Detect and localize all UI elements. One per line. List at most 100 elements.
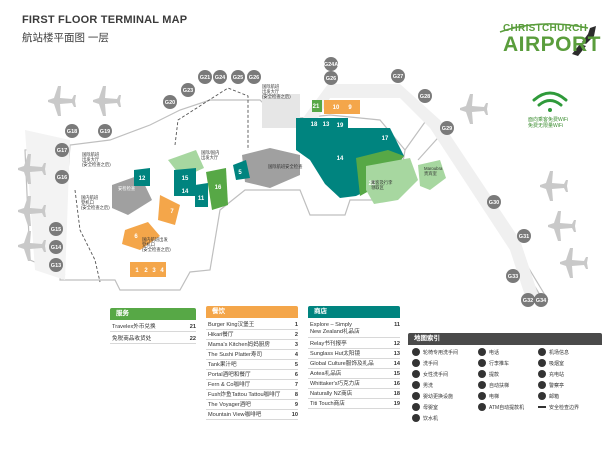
dining-header: 餐饮 bbox=[206, 306, 298, 318]
svg-text:G30: G30 bbox=[489, 200, 499, 206]
gate-g17: G17 bbox=[55, 143, 69, 157]
airplane-icon bbox=[18, 154, 46, 184]
unit-3: 3 bbox=[152, 268, 156, 274]
gate-g15: G15 bbox=[49, 222, 63, 236]
unit-1: 1 bbox=[135, 268, 139, 274]
page-subtitle: 航站楼平面图 一层 bbox=[22, 32, 109, 44]
legend-header: 地图索引 bbox=[408, 333, 602, 345]
svg-text:G28: G28 bbox=[420, 94, 430, 100]
legend-item: 邮箱 bbox=[538, 391, 559, 402]
trolley-icon bbox=[478, 358, 486, 367]
gate-g26b: G26 bbox=[324, 71, 338, 85]
unit-6: 6 bbox=[134, 234, 138, 240]
svg-text:G29: G29 bbox=[442, 126, 452, 132]
male-toilet-icon bbox=[412, 380, 420, 389]
airplane-icon bbox=[548, 211, 576, 241]
unit-13: 13 bbox=[323, 122, 330, 128]
svg-text:G26: G26 bbox=[249, 75, 259, 81]
parents-room-icon bbox=[412, 391, 420, 400]
legend-item: 自动扶梯 bbox=[478, 380, 509, 391]
legend-item: 洗手间 bbox=[412, 358, 438, 369]
svg-text:G20: G20 bbox=[165, 100, 175, 106]
post-icon bbox=[538, 391, 546, 400]
airplane-icon bbox=[18, 231, 46, 261]
svg-text:G18: G18 bbox=[67, 129, 77, 135]
unit-11: 11 bbox=[198, 196, 205, 202]
nz-logo-icon bbox=[572, 26, 596, 56]
unit-2: 2 bbox=[144, 268, 148, 274]
map-label-intl-departures-n: 国际航班 出发大厅 (安全检查之后) bbox=[262, 84, 291, 99]
gate-g28: G28 bbox=[418, 89, 432, 103]
map-label-lounge: Maroubra 贵宾室 bbox=[424, 166, 443, 176]
gate-g31: G31 bbox=[517, 229, 531, 243]
shops-header: 商店 bbox=[308, 306, 400, 318]
unit-14b: 14 bbox=[182, 189, 189, 195]
legend-item: 轮椅专用洗手间 bbox=[412, 347, 458, 358]
water-icon bbox=[412, 413, 420, 422]
atm-icon bbox=[478, 369, 486, 378]
gate-g21: G21 bbox=[198, 70, 212, 84]
wifi-icon bbox=[532, 91, 568, 112]
svg-text:G33: G33 bbox=[508, 274, 518, 280]
map-label-security-center: 国际航班安全检查 bbox=[268, 164, 303, 169]
airplane-icon bbox=[540, 171, 568, 201]
gate-g27: G27 bbox=[391, 69, 405, 83]
gate-g20: G20 bbox=[163, 95, 177, 109]
gate-g30: G30 bbox=[487, 195, 501, 209]
unit-10: 10 bbox=[333, 105, 340, 111]
info-icon bbox=[538, 347, 546, 356]
svg-text:G19: G19 bbox=[100, 129, 110, 135]
airplane-icon bbox=[93, 86, 121, 116]
legend-item: 行李推车 bbox=[478, 358, 509, 369]
unit-15: 15 bbox=[182, 176, 189, 182]
map-label-check-in: 国内航班 登机口 (安全检查之后) bbox=[81, 195, 110, 210]
prayer-room-icon bbox=[412, 402, 420, 411]
page-title: FIRST FLOOR TERMINAL MAP bbox=[22, 14, 188, 26]
logo-swoosh bbox=[499, 23, 589, 33]
female-toilet-icon bbox=[412, 369, 420, 378]
airplane-icon bbox=[460, 94, 488, 124]
gate-g18: G18 bbox=[65, 124, 79, 138]
toilets-icon bbox=[412, 358, 420, 367]
atm-reader-icon bbox=[478, 402, 486, 411]
gate-g24a: G24A bbox=[324, 57, 338, 71]
legend-item: 安全检查边界 bbox=[538, 403, 579, 413]
gate-g34: G34 bbox=[534, 293, 548, 307]
unit-17: 17 bbox=[382, 136, 389, 142]
wifi-label: 面向乘客免费WiFi 免费无限量WiFi bbox=[528, 117, 568, 129]
svg-text:G25: G25 bbox=[233, 75, 243, 81]
svg-text:G24: G24 bbox=[215, 75, 226, 81]
logo-text-main: AIRPORT bbox=[503, 33, 601, 56]
svg-text:G13: G13 bbox=[51, 263, 61, 269]
legend-item: 电话 bbox=[478, 347, 499, 358]
unit-22: 22 bbox=[369, 181, 376, 187]
svg-text:G34: G34 bbox=[536, 298, 547, 304]
legend-item: 婴幼更换设施 bbox=[412, 391, 453, 402]
gate-g26: G26 bbox=[247, 70, 261, 84]
unit-7: 7 bbox=[170, 209, 174, 215]
map-label-domestic-hall: 安检检查 bbox=[118, 186, 136, 191]
gate-g32: G32 bbox=[521, 293, 535, 307]
map-label-domestic-gates: 国内航班出发 登机口 (安全检查之后) bbox=[142, 237, 171, 252]
svg-text:G24A: G24A bbox=[324, 62, 338, 68]
legend-item: 机场信息 bbox=[538, 347, 569, 358]
map-label-baggage: 乘客及行李 领取区 bbox=[371, 180, 393, 190]
legend-item: 饮水机 bbox=[412, 413, 438, 424]
unit-4: 4 bbox=[160, 268, 164, 274]
svg-text:G15: G15 bbox=[51, 227, 61, 233]
